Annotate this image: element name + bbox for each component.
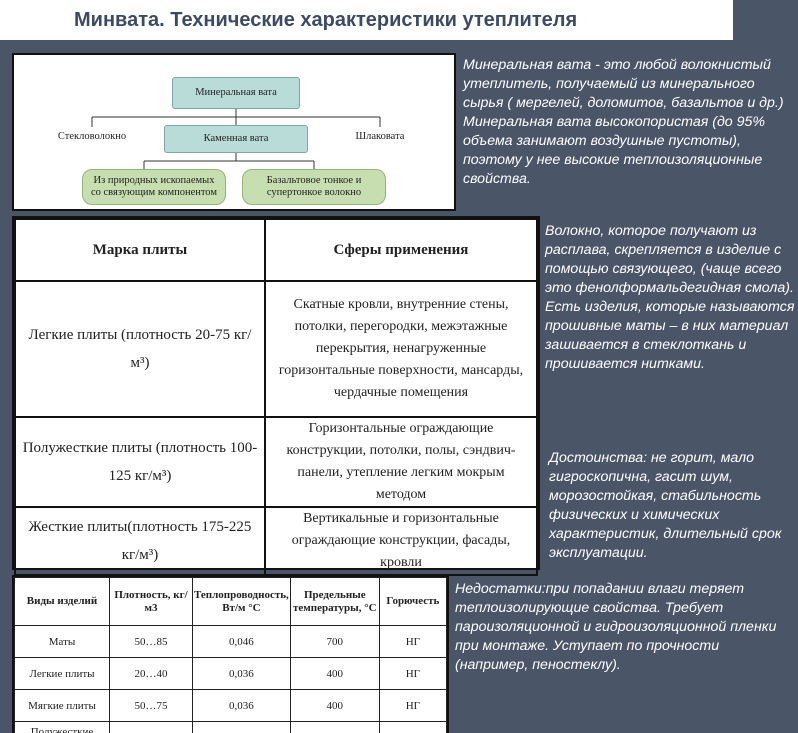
cell: Легкие плиты: [14, 657, 110, 690]
cell-use: Горизонтальные ограждающие конструкции, …: [264, 416, 538, 508]
properties-table: Виды изделий Плотность, кг/м3 Теплопрово…: [12, 575, 449, 733]
cell: 0,0326: [192, 721, 291, 733]
table-header-row: Марка плиты Сферы применения: [14, 218, 538, 282]
diagram-node-glass: Стекловолокно: [57, 130, 127, 142]
header-type: Виды изделий: [14, 577, 110, 626]
cell: 0,036: [192, 689, 291, 722]
plate-grades-table: Марка плиты Сферы применения Легкие плит…: [12, 216, 540, 576]
cell: 0,036: [192, 657, 291, 690]
cell: 20…40: [109, 657, 193, 690]
cell: 50…75: [109, 689, 193, 722]
table-row: Легкие плиты (плотность 20-75 кг/м³) Ска…: [14, 280, 538, 418]
cell: 700: [289, 625, 380, 658]
cell: Полужесткие плиты: [14, 721, 110, 733]
header-brand: Марка плиты: [14, 218, 266, 282]
cell: НГ: [378, 657, 447, 690]
table-row: Жесткие плиты(плотность 175-225 кг/м³) В…: [14, 506, 538, 576]
cell: 50…85: [109, 625, 193, 658]
diagram-node-basalt: Базальтовое тонкое и супертонкое волокно: [242, 169, 386, 205]
table-row: Мягкие плиты 50…75 0,036 400 НГ: [14, 689, 447, 722]
intro-text: Минеральная вата - это любой волокнистый…: [463, 57, 784, 187]
cell: НГ: [378, 625, 447, 658]
table-row: Маты 50…85 0,046 700 НГ: [14, 625, 447, 658]
header-conductivity: Теплопроводность, Вт/м °С: [192, 577, 291, 626]
cell: Маты: [14, 625, 110, 658]
classification-diagram: Минеральная вата Стекловолокно Каменная …: [12, 53, 456, 211]
cell: 400: [289, 689, 380, 722]
advantages-text: Достоинства: не горит, мало гигроскопичн…: [549, 450, 782, 561]
table-row: Полужесткие плиты 75…125 0,0326 400 НГ: [14, 721, 447, 733]
diagram-node-natural: Из природных ископаемых со связующим ком…: [82, 169, 226, 205]
diagram-connectors: [91, 109, 381, 169]
cell: 0,046: [192, 625, 291, 658]
cell: НГ: [378, 721, 447, 733]
page-title: Минвата. Технические характеристики утеп…: [74, 8, 578, 31]
table-row: Полужесткие плиты (плотность 100-125 кг/…: [14, 416, 538, 508]
diagram-node-slag: Шлаковата: [355, 130, 405, 142]
header-use: Сферы применения: [264, 218, 538, 282]
cell: НГ: [378, 689, 447, 722]
diagram-node-stone: Каменная вата: [164, 125, 308, 153]
cell: 400: [289, 721, 380, 733]
diagram-root-node: Минеральная вата: [172, 77, 300, 109]
cell: 400: [289, 657, 380, 690]
disadvantages-text: Недостатки:при попадании влаги теряет те…: [455, 581, 777, 673]
cell-brand: Полужесткие плиты (плотность 100-125 кг/…: [14, 416, 266, 508]
fiber-text: Волокно, которое получают из расплава, с…: [545, 223, 795, 372]
cell-brand: Жесткие плиты(плотность 175-225 кг/м³): [14, 506, 266, 576]
cell-use: Скатные кровли, внутренние стены, потолк…: [264, 280, 538, 418]
header-flammability: Горючесть: [378, 577, 447, 626]
header-temperature: Предельные температуры, °С: [289, 577, 380, 626]
table-header-row: Виды изделий Плотность, кг/м3 Теплопрово…: [14, 577, 447, 626]
header-density: Плотность, кг/м3: [109, 577, 193, 626]
table-row: Легкие плиты 20…40 0,036 400 НГ: [14, 657, 447, 690]
cell-brand: Легкие плиты (плотность 20-75 кг/м³): [14, 280, 266, 418]
title-bar: Минвата. Технические характеристики утеп…: [0, 0, 733, 40]
cell: 75…125: [109, 721, 193, 733]
cell: Мягкие плиты: [14, 689, 110, 722]
cell-use: Вертикальные и горизонтальные ограждающи…: [264, 506, 538, 576]
